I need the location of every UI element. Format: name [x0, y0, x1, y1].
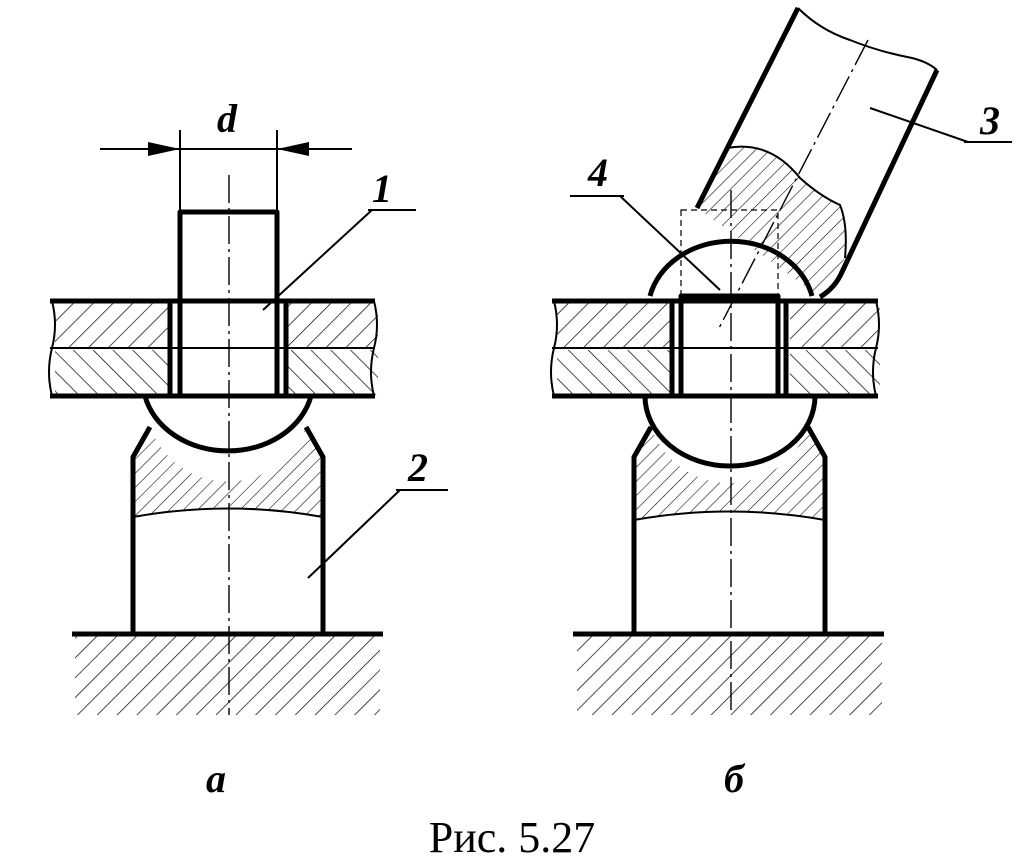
figure-caption: Рис. 5.27: [429, 813, 596, 862]
plates-a: [48, 298, 378, 399]
base-ground-a: [72, 631, 383, 715]
rivet-head-b: [642, 395, 818, 469]
view-a: [48, 130, 448, 715]
hammer-tool: [694, 6, 940, 331]
label-2: 2: [407, 445, 428, 490]
base-ground-b: [573, 631, 884, 715]
label-d: d: [217, 96, 238, 141]
label-4: 4: [587, 150, 608, 195]
rivet-head-a: [142, 395, 314, 454]
view-b: [550, 6, 1012, 715]
dimension-d: [100, 130, 352, 210]
label-3: 3: [979, 98, 1000, 143]
support-a: [130, 425, 326, 632]
rivet-shank-b: [678, 293, 781, 399]
label-view-a: а: [206, 756, 226, 801]
label-view-b: б: [724, 756, 746, 801]
plates-b: [550, 298, 880, 399]
support-b: [631, 425, 828, 632]
label-1: 1: [372, 166, 392, 211]
